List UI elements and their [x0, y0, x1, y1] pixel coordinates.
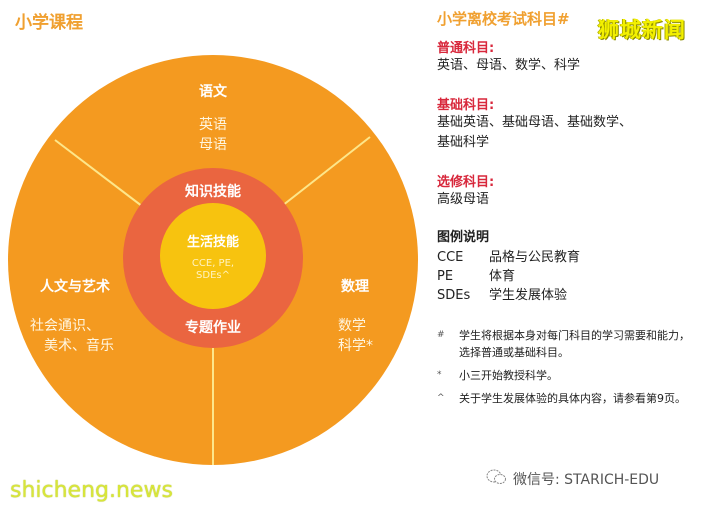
segment-item: 母语: [199, 137, 227, 153]
footnote-text: 学生将根据本身对每门科目的学习需要和能力，选择普通或基础科目。: [459, 329, 690, 359]
wechat-label: 微信号: STARICH-EDU: [513, 472, 660, 488]
footnote-mark: ^: [437, 393, 445, 403]
footnote: * 小三开始教授科学。: [437, 367, 697, 384]
footnote-text: 小三开始教授科学。: [459, 369, 558, 382]
ring-bottom-label: 专题作业: [185, 320, 241, 336]
segment-item: 科学*: [338, 338, 373, 354]
circle-diagram-graphic: [8, 55, 418, 465]
section-line: 英语、母语、数学、科学: [437, 58, 581, 73]
footnote: # 学生将根据本身对每门科目的学习需要和能力，选择普通或基础科目。: [437, 327, 697, 361]
legend-desc: 学生发展体验: [489, 288, 568, 303]
curriculum-diagram: 语文 英语 母语 人文与艺术 社会通识、 美术、音乐 数理 数学 科学* 知识技…: [8, 55, 418, 465]
footnote-mark: #: [437, 330, 445, 340]
core-label: 生活技能: [186, 235, 239, 250]
site-watermark: shicheng.news: [10, 478, 173, 503]
segment-math-items: 数学 科学*: [330, 316, 388, 356]
legend-abbr: CCE: [437, 250, 464, 265]
segment-humanities-items: 社会通识、 美术、音乐: [30, 316, 140, 356]
footnote-text: 关于学生发展体验的具体内容，请参看第9页。: [459, 392, 686, 405]
core-sub-label: CCE, PE, SDEs^: [163, 258, 263, 282]
segment-item: 英语: [199, 117, 227, 133]
footnote-mark: *: [437, 370, 442, 380]
legend: 图例说明 CCE 品格与公民教育 PE 体育 SDEs 学生发展体验: [437, 228, 707, 305]
legend-abbr: SDEs: [437, 288, 471, 303]
brand-logo: 狮城新闻: [598, 18, 686, 42]
exam-subjects-panel: 小学离校考试科目# 普通科目: 英语、母语、数学、科学 基础科目: 基础英语、基…: [437, 8, 707, 407]
legend-desc: 品格与公民教育: [489, 250, 581, 265]
footnote: ^ 关于学生发展体验的具体内容，请参看第9页。: [437, 390, 697, 407]
core-sub-line: CCE, PE,: [191, 258, 235, 269]
section-heading: 基础科目:: [437, 98, 495, 113]
legend-row: SDEs 学生发展体验: [437, 286, 707, 305]
segment-item: 数学: [338, 318, 366, 334]
core-circle: [160, 203, 266, 309]
ring-top-label: 知识技能: [185, 184, 241, 200]
section-line: 高级母语: [437, 192, 490, 207]
legend-row: PE 体育: [437, 267, 707, 286]
section-heading: 普通科目:: [437, 41, 495, 56]
segment-humanities-title: 人文与艺术: [40, 279, 110, 295]
section-elective: 选修科目: 高级母语: [437, 171, 707, 210]
legend-abbr: PE: [437, 269, 454, 284]
section-standard: 普通科目: 英语、母语、数学、科学: [437, 37, 707, 76]
legend-desc: 体育: [489, 269, 516, 284]
segment-language-title: 语文: [199, 84, 227, 100]
footnotes: # 学生将根据本身对每门科目的学习需要和能力，选择普通或基础科目。 * 小三开始…: [437, 327, 697, 407]
section-heading: 选修科目:: [437, 175, 495, 190]
wechat-id: 微信号: STARICH-EDU: [485, 468, 659, 490]
segment-item: 社会通识、: [30, 318, 100, 334]
exam-subjects-title: 小学离校考试科目#: [437, 10, 570, 28]
segment-math-title: 数理: [341, 279, 369, 295]
core-sub-line: SDEs^: [196, 270, 230, 281]
section-line: 基础英语、基础母语、基础数学、: [437, 115, 633, 130]
wechat-icon: [485, 468, 507, 490]
curriculum-title: 小学课程: [15, 13, 83, 33]
legend-row: CCE 品格与公民教育: [437, 248, 707, 267]
section-foundation: 基础科目: 基础英语、基础母语、基础数学、 基础科学: [437, 94, 707, 153]
segment-language-items: 英语 母语: [183, 115, 243, 155]
segment-item: 美术、音乐: [44, 338, 114, 354]
section-line: 基础科学: [437, 135, 490, 150]
legend-heading: 图例说明: [437, 230, 490, 245]
